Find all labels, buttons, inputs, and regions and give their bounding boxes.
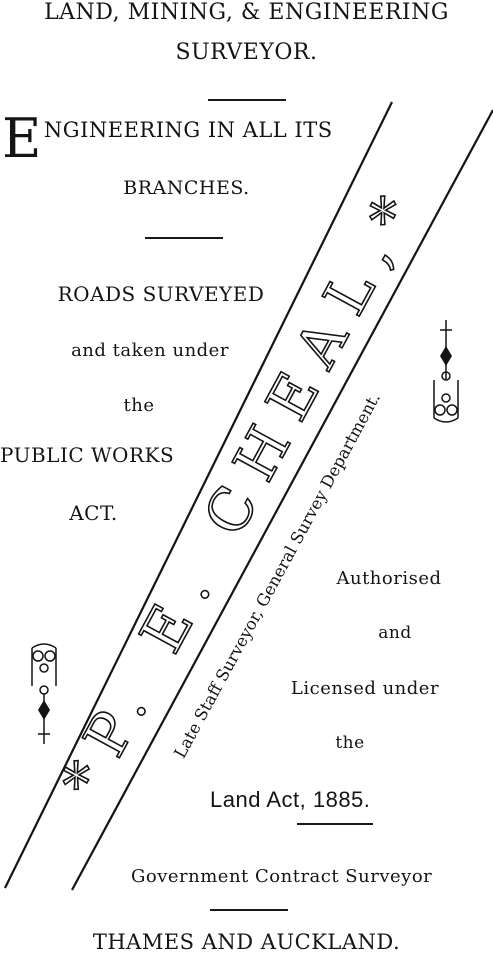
divider-engineering (145, 237, 223, 239)
authorised-and: and (378, 623, 412, 643)
header-line-2: SURVEYOR. (175, 40, 318, 65)
ornament-left-icon (31, 643, 57, 744)
ornament-right-icon (433, 320, 459, 423)
dropcap-letter: E (2, 107, 42, 170)
authorised-the: the (335, 733, 365, 753)
band-line-right (71, 109, 493, 891)
engineering-heading: ENGINEERING IN ALL ITS (2, 112, 333, 166)
government-contract-surveyor: Government Contract Surveyor (131, 866, 433, 887)
header-line-1: LAND, MINING, & ENGINEERING (44, 0, 449, 25)
roads-surveyed: ROADS SURVEYED (57, 282, 265, 306)
roads-act: ACT. (69, 501, 118, 525)
diagonal-name: *P. E. CHEAL,* (48, 170, 437, 808)
divider-top (208, 99, 286, 101)
engineering-branches: BRANCHES. (123, 177, 250, 199)
footer-location: THAMES AND AUCKLAND. (92, 930, 401, 954)
engineering-heading-rest: NGINEERING IN ALL ITS (43, 118, 333, 142)
band-line-left (4, 101, 393, 889)
roads-taken-under: and taken under (71, 340, 229, 361)
roads-the: the (123, 395, 155, 416)
divider-bottom (210, 909, 288, 911)
divider-land-act (297, 823, 373, 825)
authorised-line-1: Authorised (336, 568, 442, 589)
roads-public-works: PUBLIC WORKS (0, 443, 175, 467)
authorised-licensed: Licensed under (290, 678, 440, 699)
land-act-1885: Land Act, 1885. (210, 787, 371, 812)
